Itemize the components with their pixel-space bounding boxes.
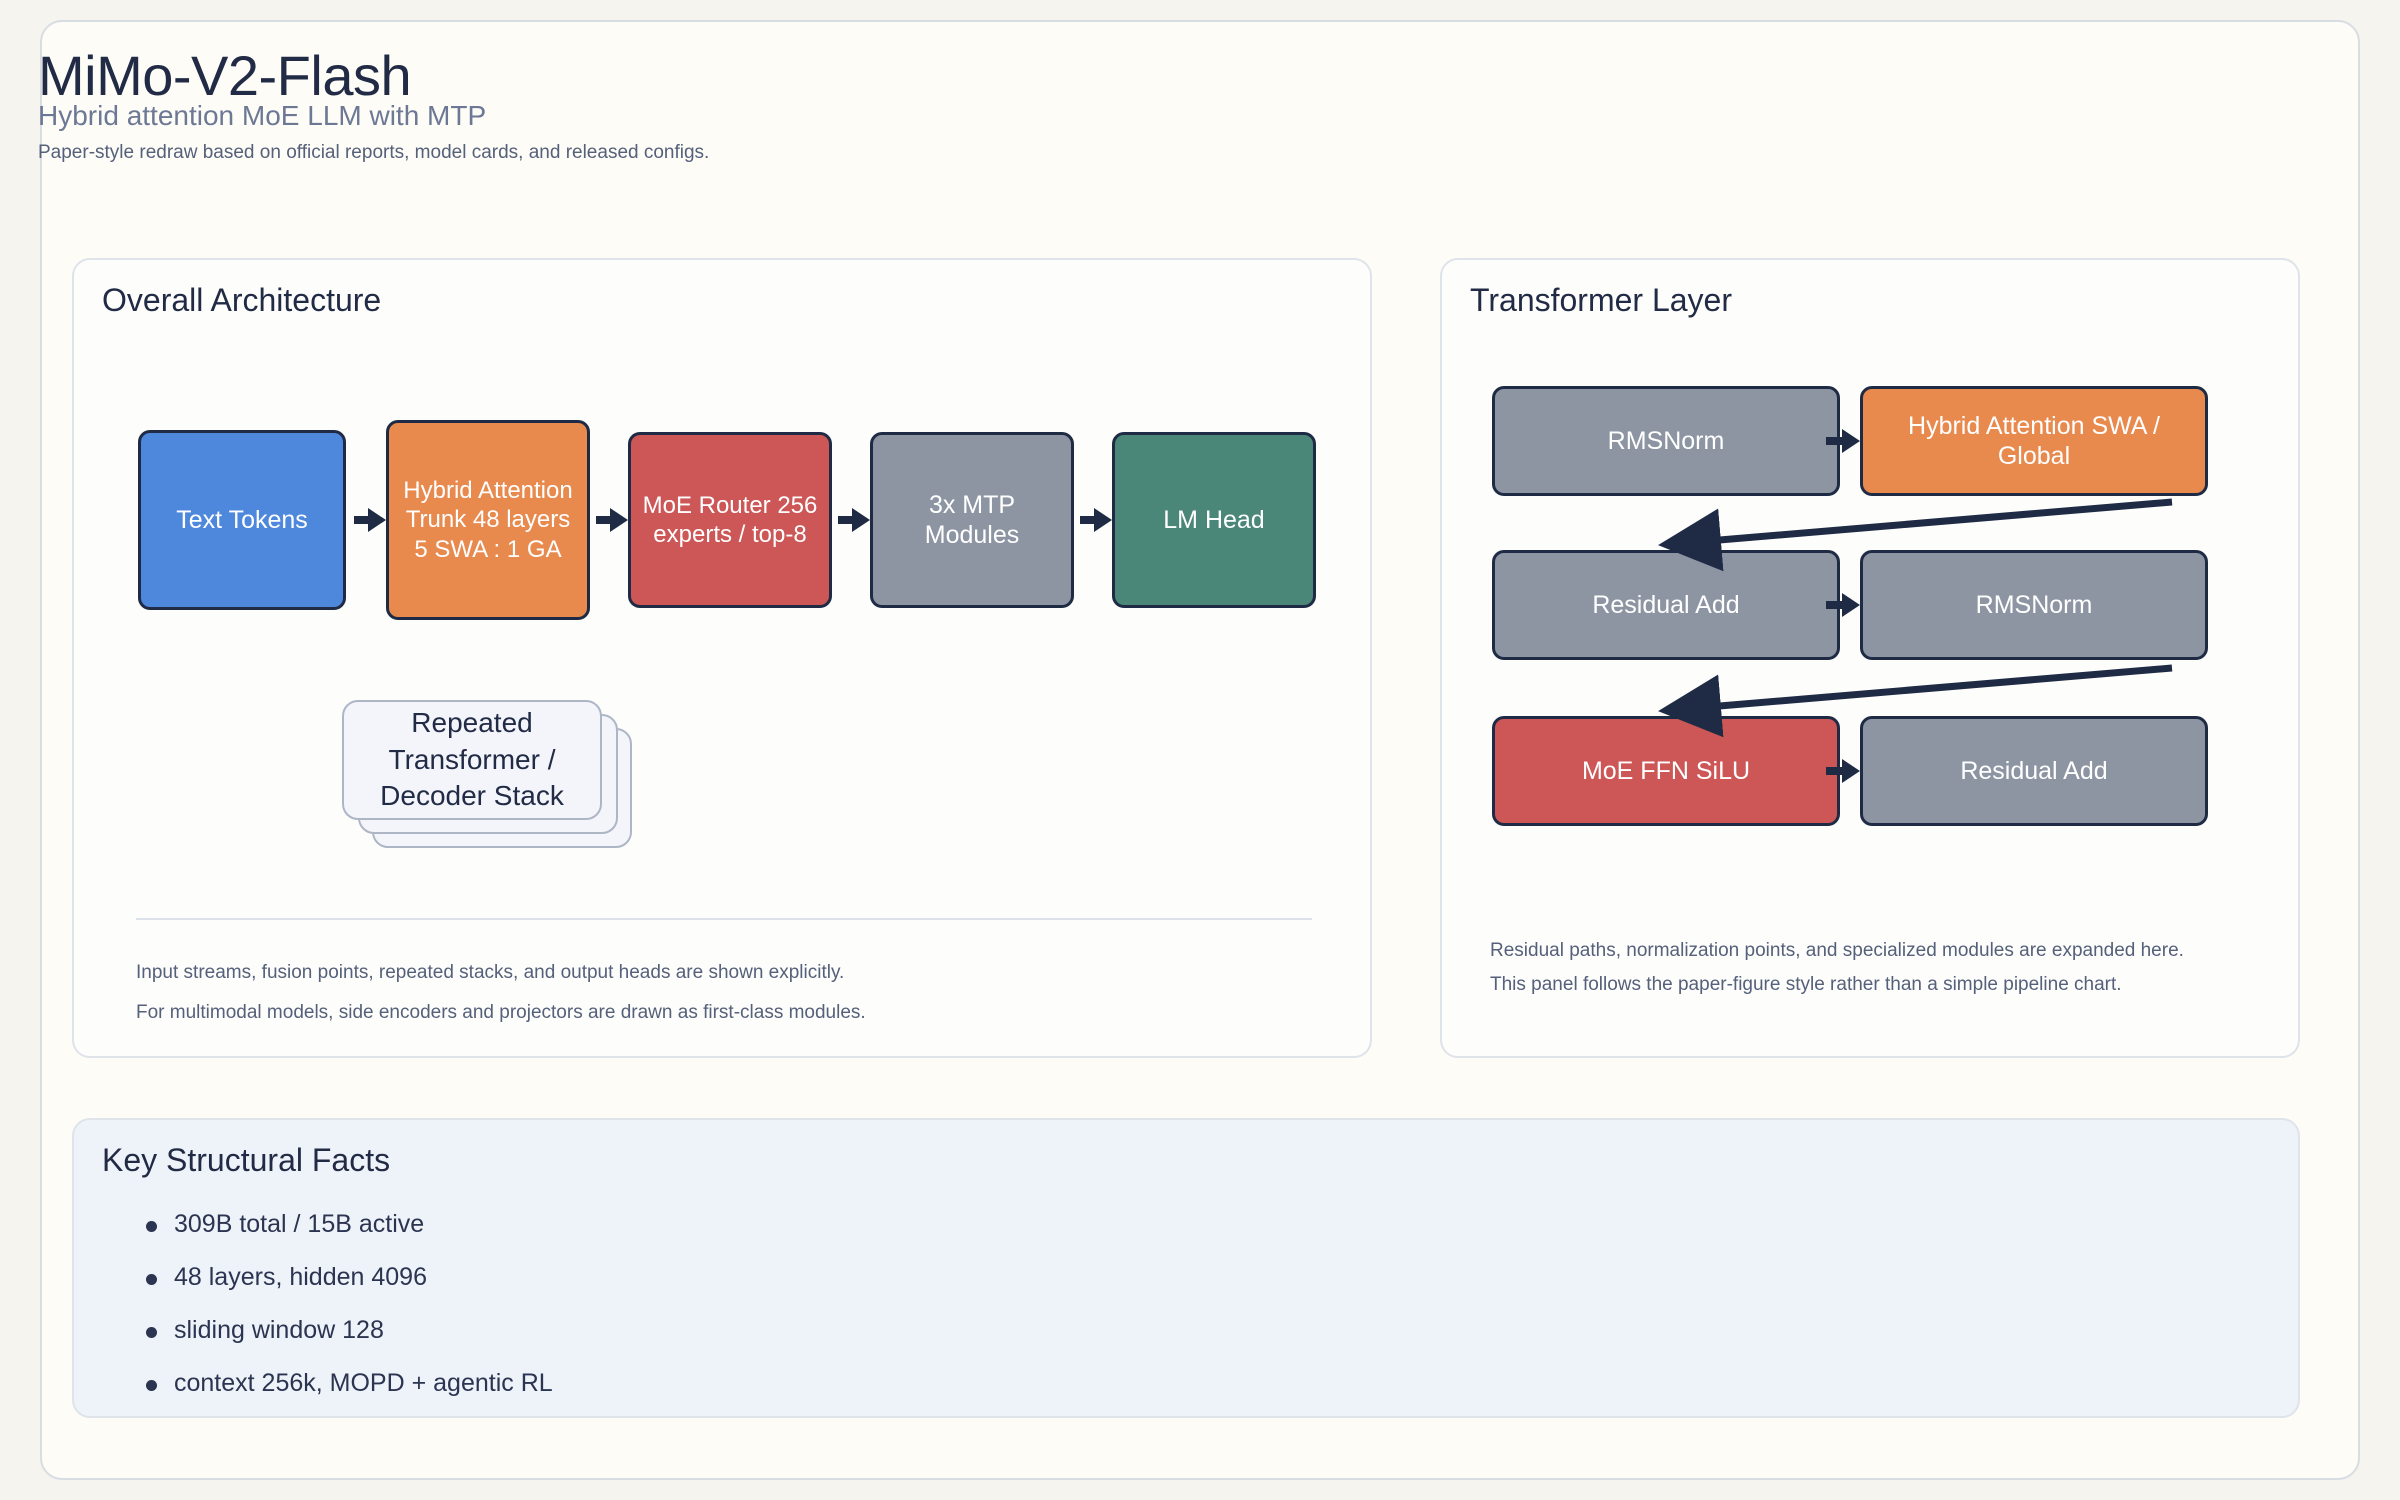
node-label: Hybrid Attention SWA / Global <box>1908 411 2160 471</box>
overall-architecture-title: Overall Architecture <box>102 282 382 318</box>
architecture-footnote-1: Input streams, fusion points, repeated s… <box>136 962 845 983</box>
node-label: Hybrid Attention Trunk 48 layers 5 SWA :… <box>403 477 573 563</box>
key-structural-facts-panel: Key Structural Facts 309B total / 15B ac… <box>72 1118 2300 1418</box>
stack-card-label: Repeated Transformer / Decoder Stack <box>380 707 564 812</box>
overall-architecture-panel: Overall Architecture Text Tokens Hybrid … <box>72 258 1372 1058</box>
layer-block-rmsnorm-1[interactable]: RMSNorm <box>1492 386 1840 496</box>
arrow-moeffn-to-residual2 <box>1826 759 1860 783</box>
layer-block-hybrid-attention[interactable]: Hybrid Attention SWA / Global <box>1860 386 2208 496</box>
node-mtp-modules[interactable]: 3x MTP Modules <box>870 432 1074 608</box>
architecture-footnote-2: For multimodal models, side encoders and… <box>136 1002 866 1023</box>
arrow-rmsnorm1-to-attention <box>1826 429 1860 453</box>
arrow-residual1-to-rmsnorm2 <box>1826 593 1860 617</box>
layer-block-moe-ffn[interactable]: MoE FFN SiLU <box>1492 716 1840 826</box>
list-item: sliding window 128 <box>146 1316 553 1345</box>
architecture-divider <box>136 918 1312 920</box>
node-label: MoE FFN SiLU <box>1581 756 1751 785</box>
layer-block-residual-add-2[interactable]: Residual Add <box>1860 716 2208 826</box>
node-moe-router[interactable]: MoE Router 256 experts / top-8 <box>628 432 832 608</box>
facts-list: 309B total / 15B active 48 layers, hidde… <box>134 1210 553 1422</box>
page-title: MiMo-V2-Flash <box>38 44 412 107</box>
node-label: RMSNorm <box>1975 590 2093 619</box>
key-structural-facts-title: Key Structural Facts <box>102 1142 391 1178</box>
node-lm-head[interactable]: LM Head <box>1112 432 1316 608</box>
list-item: 309B total / 15B active <box>146 1210 553 1239</box>
node-label: Residual Add <box>1960 756 2108 785</box>
repeated-stack: Repeated Transformer / Decoder Stack <box>342 700 642 860</box>
arrow-mtp-to-lmhead <box>1080 508 1112 532</box>
stack-card-front[interactable]: Repeated Transformer / Decoder Stack <box>342 700 602 820</box>
arrow-tokens-to-trunk <box>354 508 386 532</box>
list-item: 48 layers, hidden 4096 <box>146 1263 553 1292</box>
node-label: LM Head <box>1163 505 1265 534</box>
arrow-router-to-mtp <box>838 508 870 532</box>
node-label: RMSNorm <box>1607 426 1725 455</box>
node-hybrid-attention-trunk[interactable]: Hybrid Attention Trunk 48 layers 5 SWA :… <box>386 420 590 620</box>
layer-footnote-1: Residual paths, normalization points, an… <box>1490 940 2184 961</box>
page-subtitle: Hybrid attention MoE LLM with MTP <box>38 100 487 131</box>
node-label: Residual Add <box>1592 590 1740 619</box>
transformer-layer-title: Transformer Layer <box>1470 282 1732 318</box>
layer-block-residual-add-1[interactable]: Residual Add <box>1492 550 1840 660</box>
node-text-tokens[interactable]: Text Tokens <box>138 430 346 610</box>
arrow-trunk-to-router <box>596 508 628 532</box>
title-block: MiMo-V2-Flash Hybrid attention MoE LLM w… <box>38 48 709 164</box>
node-label: Text Tokens <box>176 505 308 534</box>
transformer-layer-panel: Transformer Layer RMSNorm Hybrid Attenti… <box>1440 258 2300 1058</box>
layer-footnote-2: This panel follows the paper-figure styl… <box>1490 974 2122 995</box>
node-label: MoE Router 256 experts / top-8 <box>642 491 818 548</box>
layer-block-rmsnorm-2[interactable]: RMSNorm <box>1860 550 2208 660</box>
node-label: 3x MTP Modules <box>924 490 1020 550</box>
list-item: context 256k, MOPD + agentic RL <box>146 1369 553 1397</box>
page-note: Paper-style redraw based on official rep… <box>38 142 710 164</box>
